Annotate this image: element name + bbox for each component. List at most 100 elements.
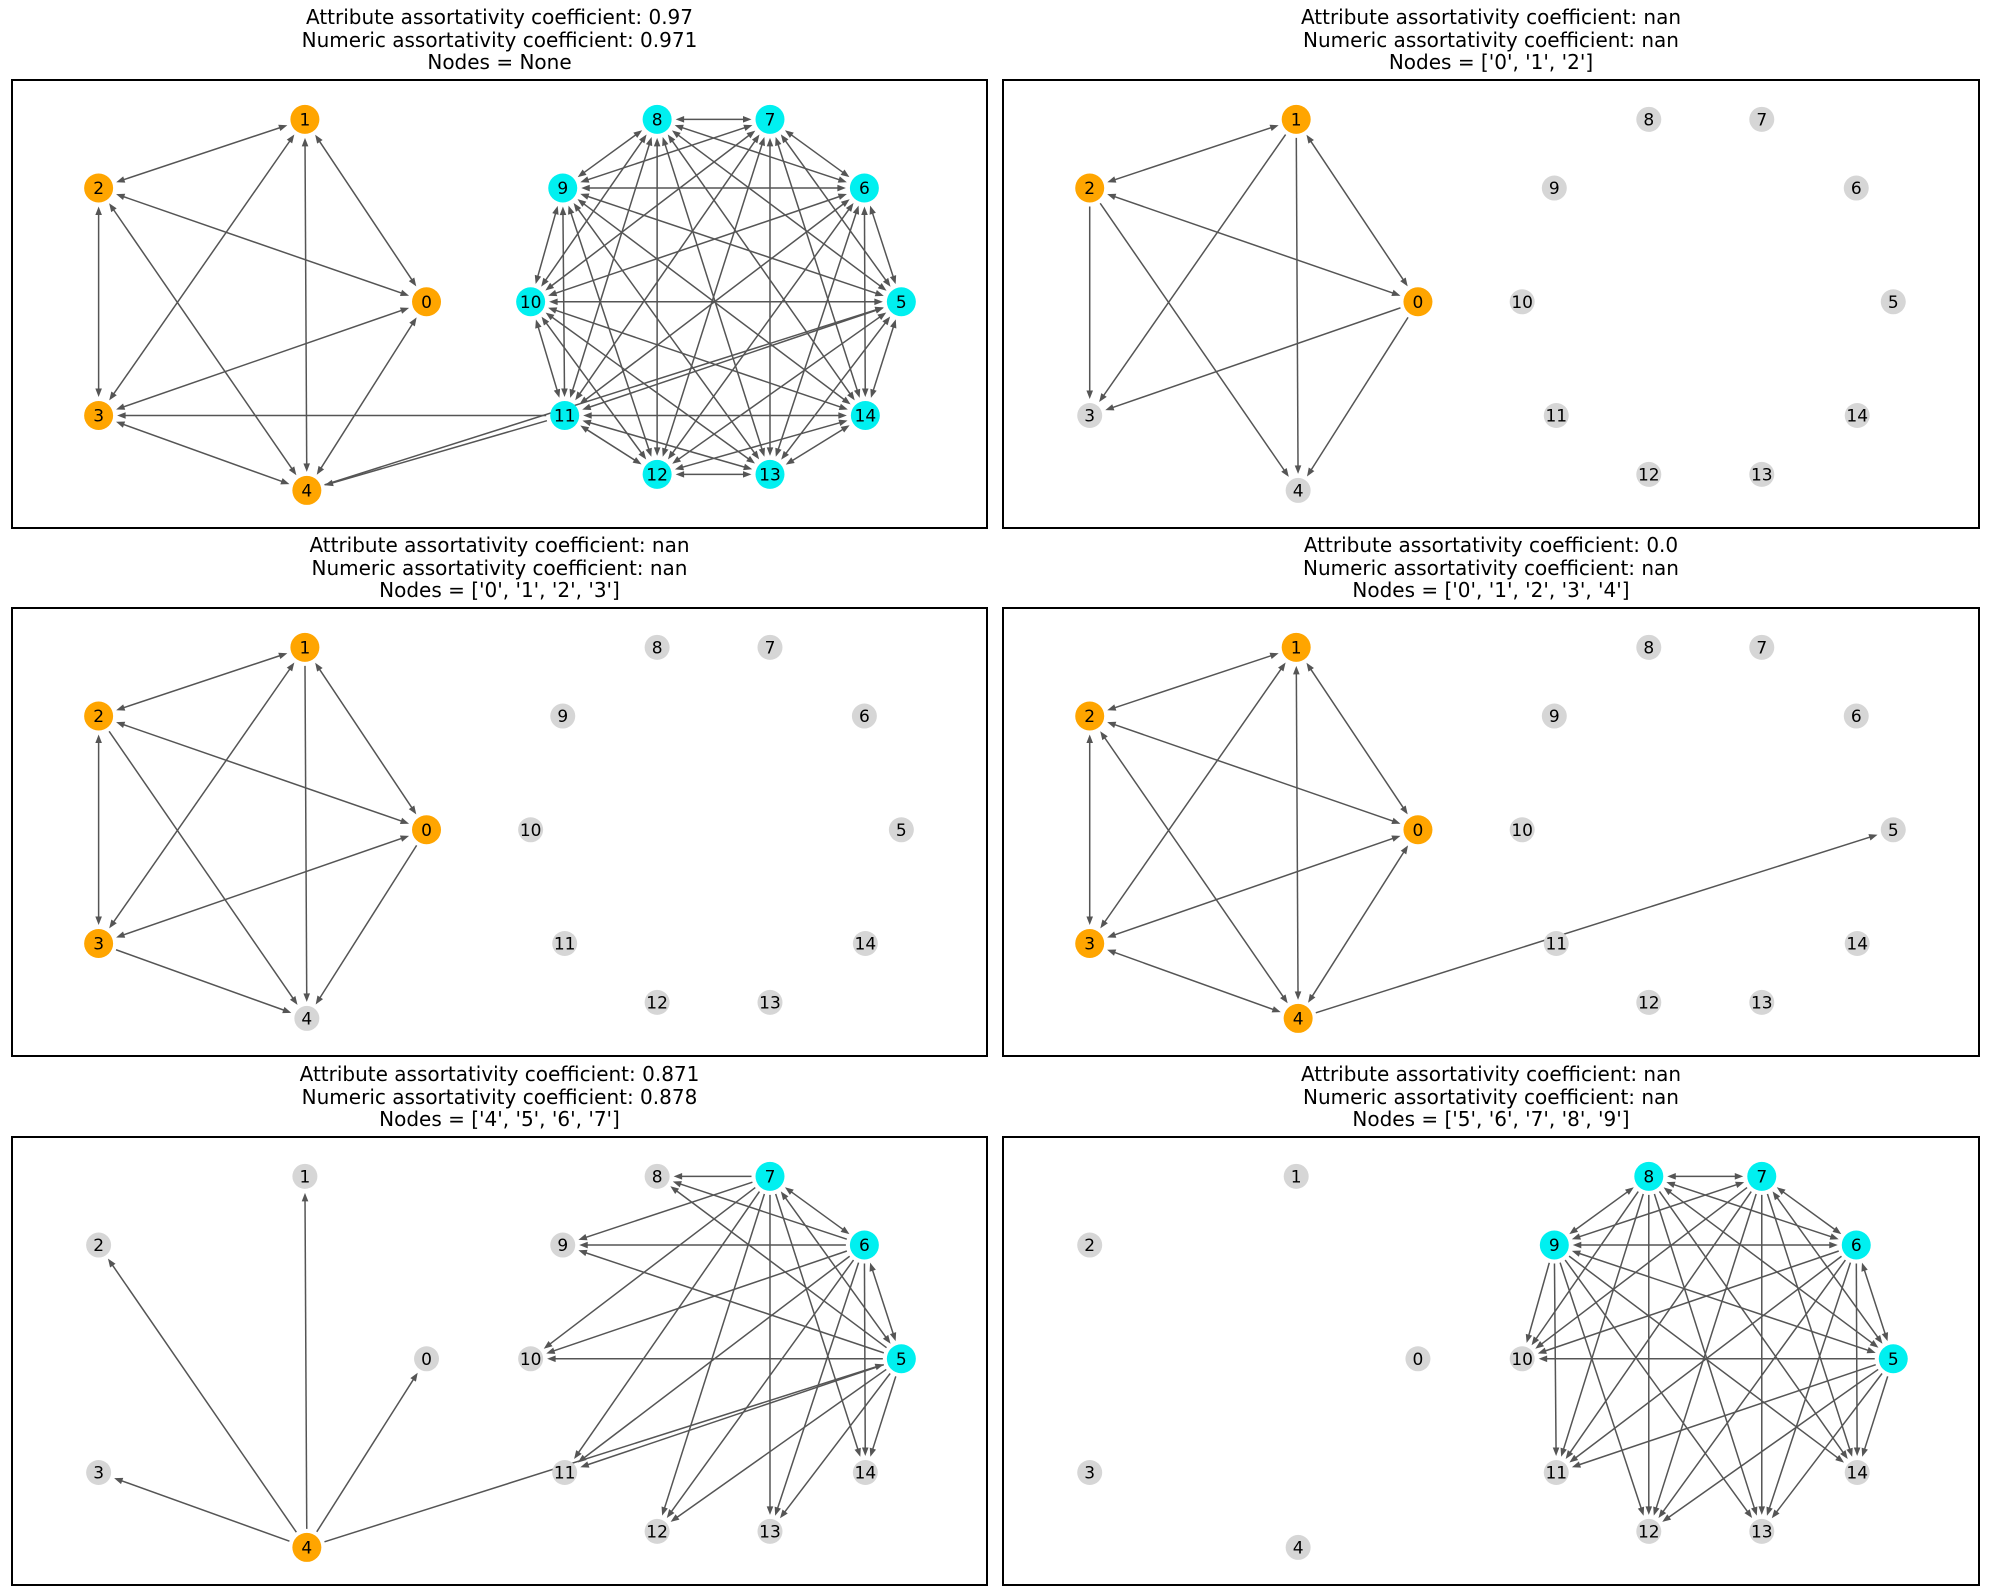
edge-arrowhead — [661, 1506, 668, 1516]
edge-4-to-5 — [324, 308, 878, 486]
edge-2-4 — [1103, 736, 1285, 999]
node-6-circle — [1843, 703, 1869, 729]
node-0: 0 — [1403, 287, 1433, 317]
edge-arrowhead — [1552, 1447, 1560, 1457]
edge-arrowhead — [1560, 1447, 1567, 1457]
node-11-label: 11 — [1545, 1464, 1567, 1484]
node-6-label: 6 — [1851, 707, 1862, 727]
plot1-title-numeric-line: Numeric assortativity coefficient: 0.971 — [301, 27, 698, 52]
node-8-circle — [642, 104, 672, 134]
node-10-label: 10 — [1511, 821, 1533, 841]
node-12-circle — [642, 459, 672, 489]
edge-arrowhead — [1571, 1250, 1581, 1257]
node-0-circle — [1403, 287, 1433, 317]
edge-arrowhead — [882, 316, 891, 326]
node-7-circle — [1747, 1161, 1777, 1191]
edge-arrowhead — [286, 662, 295, 672]
edge-arrowhead — [674, 124, 684, 131]
node-9-label: 9 — [1549, 1236, 1560, 1256]
edge-8-11 — [571, 142, 651, 392]
node-12-circle — [644, 1518, 670, 1544]
edge-arrowhead — [1294, 991, 1302, 1000]
edge-9-to-10 — [1527, 1262, 1551, 1337]
edge-2-to-4 — [1099, 202, 1286, 472]
edge-7-to-11 — [577, 1191, 761, 1455]
edge-arrowhead — [303, 463, 311, 472]
edge-arrowhead — [667, 450, 676, 460]
node-6-circle — [849, 1230, 879, 1260]
node-0: 0 — [1403, 815, 1433, 845]
edge-arrowhead — [785, 457, 795, 465]
edge-0-to-3 — [1111, 307, 1401, 409]
edge-arrowhead — [882, 1334, 891, 1344]
edge-5-to-8 — [675, 1189, 887, 1349]
edge-arrowhead — [1391, 817, 1401, 825]
node-9-circle — [550, 1232, 576, 1258]
node-0-label: 0 — [1413, 821, 1424, 841]
edge-arrowhead — [1107, 704, 1117, 711]
edge-arrowhead — [1744, 1509, 1753, 1519]
node-2: 2 — [1077, 1232, 1103, 1258]
node-8-label: 8 — [1643, 1167, 1654, 1187]
plot6-title-numeric-line: Numeric assortativity coefficient: nan — [1303, 1084, 1679, 1109]
edge-5-6 — [871, 211, 895, 279]
edge-arrowhead — [838, 419, 848, 427]
node-10: 10 — [1509, 1346, 1535, 1372]
node-13-circle — [757, 1518, 783, 1544]
edge-5-to-13 — [783, 1373, 891, 1514]
node-2-circle — [1075, 173, 1105, 203]
edge-arrowhead — [116, 176, 126, 183]
node-8-circle — [1634, 1161, 1664, 1191]
edge-3-to-4 — [115, 949, 286, 1012]
edge-arrowhead — [784, 130, 794, 138]
node-8: 8 — [642, 104, 672, 134]
edge-8-to-13 — [1653, 1193, 1756, 1510]
edge-arrowhead — [746, 130, 756, 139]
node-11-circle — [552, 1460, 578, 1485]
edge-arrowhead — [670, 1514, 680, 1522]
edge-arrowhead — [552, 205, 559, 215]
edge-arrowhead — [1667, 1173, 1676, 1180]
edge-arrowhead — [837, 193, 847, 200]
edge-arrowhead — [837, 184, 846, 192]
edge-arrowhead — [580, 425, 590, 433]
node-11-label: 11 — [554, 1464, 576, 1484]
edge-9-to-14 — [1568, 1255, 1840, 1460]
node-2-label: 2 — [93, 179, 104, 199]
edge-arrowhead — [766, 447, 774, 456]
node-11-circle — [552, 931, 578, 956]
node-5-circle — [1880, 817, 1906, 843]
edge-arrowhead — [580, 193, 590, 200]
edge-arrowhead — [1086, 734, 1094, 744]
node-6-label: 6 — [1851, 1236, 1862, 1256]
edge-arrowhead — [877, 312, 887, 321]
node-11-circle — [1543, 403, 1569, 428]
edge-6-to-10 — [1543, 1250, 1839, 1353]
edge-6-14 — [863, 213, 866, 391]
node-0-label: 0 — [421, 1350, 432, 1370]
node-2-label: 2 — [93, 1236, 104, 1256]
node-3-circle — [84, 929, 114, 958]
edge-arrowhead — [1637, 1506, 1645, 1516]
edge-13-14 — [790, 427, 845, 462]
node-14-circle — [1844, 403, 1870, 428]
edge-arrowhead — [278, 124, 288, 132]
node-13-circle — [755, 459, 785, 489]
edge-arrowhead — [1538, 1355, 1548, 1363]
edge-arrowhead — [1391, 289, 1401, 297]
node-6: 6 — [849, 1230, 879, 1260]
edge-8-to-14 — [1658, 1191, 1845, 1455]
edge-arrowhead — [578, 1234, 588, 1241]
node-13: 13 — [1749, 989, 1775, 1015]
node-9-circle — [1541, 175, 1567, 201]
edge-arrowhead — [1308, 993, 1316, 1003]
node-0: 0 — [412, 287, 442, 317]
node-10-label: 10 — [1511, 293, 1533, 313]
node-4-label: 4 — [1293, 482, 1304, 502]
node-12-circle — [644, 989, 670, 1015]
edge-arrowhead — [109, 919, 117, 929]
node-9-circle — [1539, 1230, 1569, 1260]
node-9: 9 — [1539, 1230, 1569, 1260]
edge-arrowhead — [107, 1258, 116, 1268]
edge-arrowhead — [1531, 1336, 1540, 1346]
